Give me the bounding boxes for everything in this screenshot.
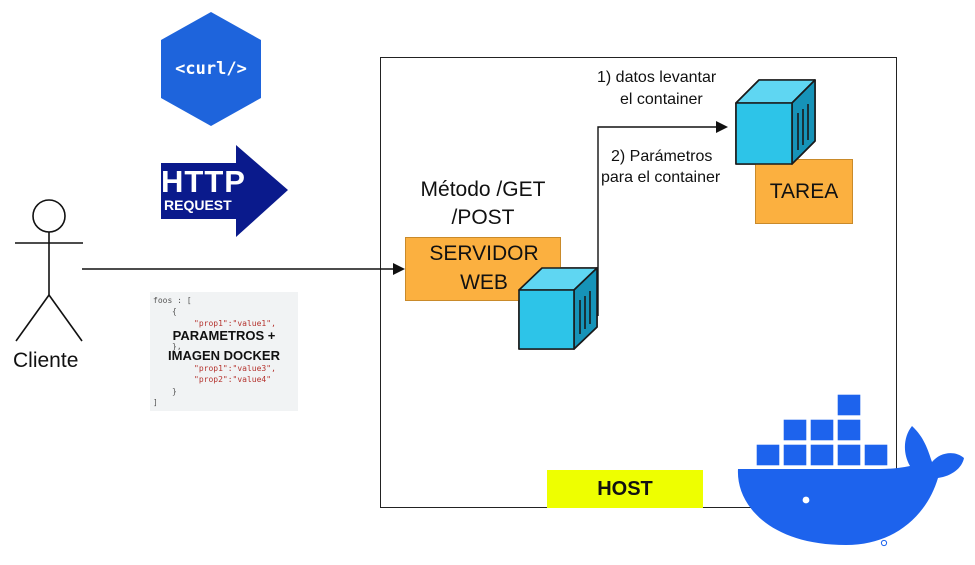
json-line: { bbox=[172, 307, 177, 316]
request-label: REQUEST bbox=[164, 197, 232, 213]
method-label-line2: /POST bbox=[451, 206, 515, 229]
step1-line2: el container bbox=[620, 91, 703, 108]
json-line: foos : [ bbox=[153, 296, 192, 305]
curl-logo-text: <curl/> bbox=[175, 59, 247, 79]
docker-whale-logo bbox=[737, 393, 964, 547]
task-box bbox=[755, 159, 853, 224]
client-stick-figure bbox=[15, 199, 83, 342]
step2-line1: 2) Parámetros bbox=[611, 148, 713, 165]
web-server-label-line1: SERVIDOR bbox=[429, 242, 539, 265]
json-payload-card: foos : [ { "prop1":"value1", }, "prop1":… bbox=[150, 292, 298, 411]
http-request-arrow-icon bbox=[161, 145, 288, 237]
step2-line2: para el container bbox=[601, 169, 721, 186]
task-label: TAREA bbox=[769, 180, 839, 203]
request-arrow bbox=[82, 263, 405, 275]
json-line: "prop1":"value3", bbox=[194, 364, 276, 373]
json-overlay-title: PARAMETROS + bbox=[172, 328, 276, 343]
http-label: HTTP bbox=[161, 164, 246, 199]
step1-line1: 1) datos levantar bbox=[597, 69, 717, 86]
host-label: HOST bbox=[547, 470, 703, 508]
json-line: "prop2":"value4" bbox=[194, 375, 272, 384]
json-overlay-subtitle: IMAGEN DOCKER bbox=[168, 348, 280, 363]
method-label-line1: Método /GET bbox=[420, 178, 546, 201]
container-launch-arrow bbox=[597, 121, 728, 316]
json-line: }, bbox=[172, 342, 182, 351]
web-server-label-line2: WEB bbox=[460, 271, 508, 294]
json-line: ] bbox=[153, 398, 158, 407]
client-label: Cliente bbox=[13, 349, 79, 372]
curl-logo bbox=[161, 12, 261, 126]
json-line: } bbox=[172, 387, 177, 396]
json-line: "prop1":"value1", bbox=[194, 319, 276, 328]
